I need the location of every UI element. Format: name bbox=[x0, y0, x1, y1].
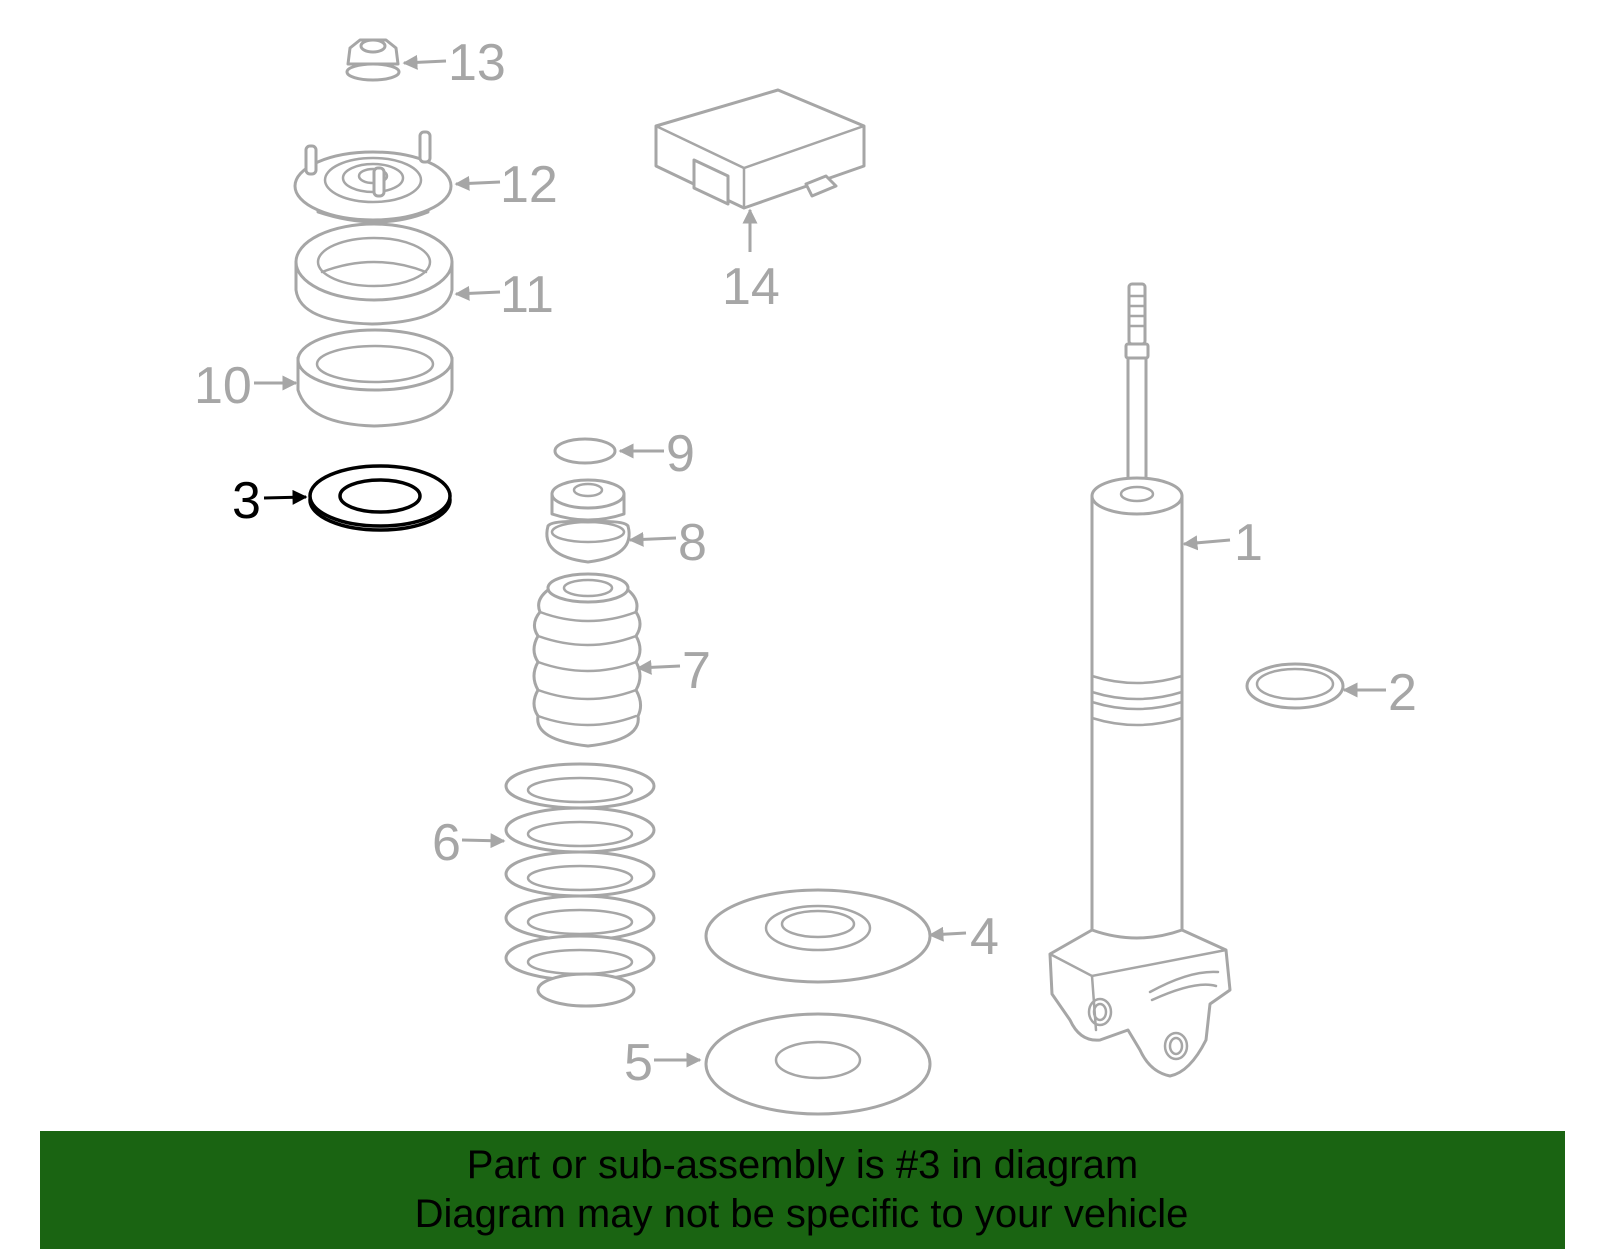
part-4-lower-seat bbox=[704, 888, 932, 984]
callout-11: 11 bbox=[500, 266, 554, 324]
callout-10: 10 bbox=[194, 357, 252, 415]
callout-3: 3 bbox=[232, 472, 261, 530]
info-banner: Part or sub-assembly is #3 in diagram Di… bbox=[40, 1131, 1565, 1249]
part-1-shock-absorber bbox=[1048, 282, 1232, 1078]
part-2-ring bbox=[1245, 662, 1345, 710]
banner-line-1: Part or sub-assembly is #3 in diagram bbox=[466, 1143, 1139, 1187]
callout-14: 14 bbox=[722, 258, 780, 316]
callouts: 13 12 11 10 3 14 9 8 7 6 4 5 1 2 bbox=[194, 34, 1417, 1092]
callout-1: 1 bbox=[1234, 514, 1263, 572]
part-3-washer bbox=[308, 464, 452, 532]
callout-9: 9 bbox=[666, 425, 695, 483]
part-8-bump-stop bbox=[545, 478, 631, 564]
part-13-nut bbox=[345, 38, 401, 82]
callout-13: 13 bbox=[448, 34, 506, 92]
callout-6: 6 bbox=[432, 814, 461, 872]
callout-4: 4 bbox=[970, 908, 999, 966]
part-9-ring bbox=[553, 437, 617, 465]
part-7-dust-boot bbox=[532, 572, 643, 748]
part-5-insulator bbox=[704, 1012, 932, 1116]
banner-line-2: Diagram may not be specific to your vehi… bbox=[414, 1192, 1189, 1236]
callout-12: 12 bbox=[500, 156, 558, 214]
callout-7: 7 bbox=[682, 642, 711, 700]
part-10-isolator bbox=[296, 328, 454, 428]
callout-8: 8 bbox=[678, 514, 707, 572]
part-6-coil-spring bbox=[504, 762, 656, 1008]
callout-2: 2 bbox=[1388, 664, 1417, 722]
leader-lines bbox=[254, 54, 1386, 1068]
part-14-control-module bbox=[654, 88, 866, 210]
part-11-upper-seat bbox=[294, 222, 454, 326]
part-12-strut-mount bbox=[293, 130, 453, 224]
callout-5: 5 bbox=[624, 1034, 653, 1092]
